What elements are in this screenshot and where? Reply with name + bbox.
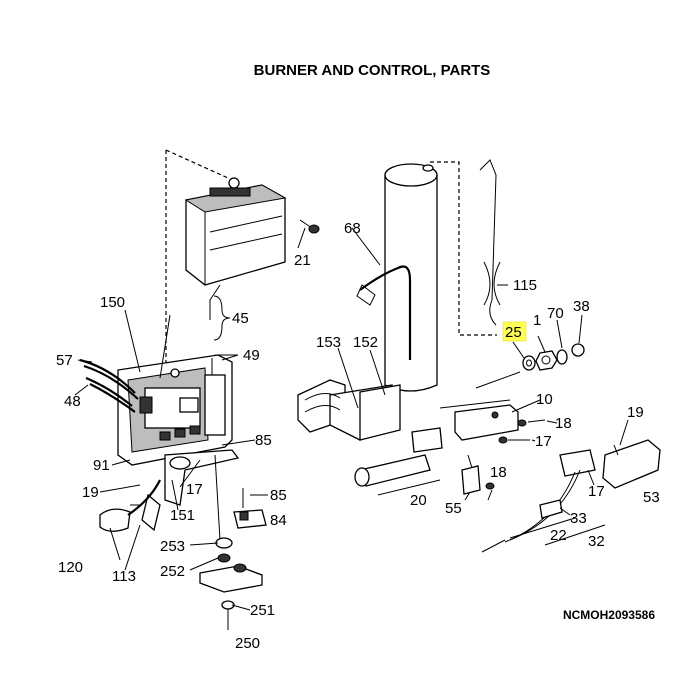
callout-152: 152 xyxy=(353,334,378,351)
callout-120: 120 xyxy=(58,559,83,576)
control-module xyxy=(165,149,287,455)
callout-22: 22 xyxy=(550,527,567,544)
parts-253-252 xyxy=(199,454,263,593)
callout-113: 113 xyxy=(112,568,136,585)
callout-19-right: 19 xyxy=(627,404,644,421)
tube-68 xyxy=(356,265,412,360)
callout-38: 38 xyxy=(573,298,590,315)
callout-68: 68 xyxy=(344,220,361,237)
callout-18-top: 18 xyxy=(555,415,572,432)
callout-84: 84 xyxy=(270,512,287,529)
bracket-55 xyxy=(461,454,481,495)
callout-17-bottom: 17 xyxy=(588,483,605,500)
callout-25: 25 xyxy=(505,324,522,341)
callout-91: 91 xyxy=(93,457,110,474)
callout-253: 253 xyxy=(160,538,185,555)
diagram-title: BURNER AND CONTROL, PARTS xyxy=(254,62,491,79)
drawing-code: NCMOH2093586 xyxy=(563,608,655,622)
callout-18-bottom: 18 xyxy=(490,464,507,481)
callout-251: 251 xyxy=(250,602,275,619)
callout-49: 49 xyxy=(243,347,260,364)
dashed-leader-115 xyxy=(430,161,497,336)
callout-highlight-25 xyxy=(502,321,527,342)
rod-115 xyxy=(479,159,501,326)
pilot-tube xyxy=(354,427,443,487)
callout-153: 153 xyxy=(316,334,341,351)
callout-252: 252 xyxy=(160,563,185,580)
igniter-bracket xyxy=(481,449,596,553)
nut-1 xyxy=(535,350,558,371)
cover-53 xyxy=(602,439,661,489)
callout-labels: 21 45 68 115 150 57 48 49 153 152 25 1 7… xyxy=(56,220,660,652)
brace-45 xyxy=(213,295,231,341)
screw-21 xyxy=(299,219,320,234)
callout-21: 21 xyxy=(294,252,311,269)
callout-10: 10 xyxy=(536,391,553,408)
washer-25 xyxy=(522,355,536,371)
bracket-151 xyxy=(164,449,240,506)
callout-45: 45 xyxy=(232,310,249,327)
switch-84 xyxy=(233,488,267,529)
callout-32: 32 xyxy=(588,533,605,550)
control-board xyxy=(117,354,233,466)
screws-17-18 xyxy=(485,419,546,501)
callout-17-top: 17 xyxy=(535,433,552,450)
callout-70: 70 xyxy=(547,305,564,322)
callout-20: 20 xyxy=(410,492,427,509)
callout-17-left: 17 xyxy=(186,481,203,498)
callout-1: 1 xyxy=(533,312,541,329)
callout-85-top: 85 xyxy=(255,432,272,449)
callout-151: 151 xyxy=(170,507,195,524)
callout-250: 250 xyxy=(235,635,260,652)
callout-150: 150 xyxy=(100,294,125,311)
callout-48: 48 xyxy=(64,393,81,410)
screw-250 xyxy=(221,600,235,630)
callout-57: 57 xyxy=(56,352,73,369)
burner-assembly xyxy=(297,371,521,441)
callout-85-bottom: 85 xyxy=(270,487,287,504)
callout-53: 53 xyxy=(643,489,660,506)
callout-33: 33 xyxy=(570,510,587,527)
callout-55: 55 xyxy=(445,500,462,517)
leader-lines xyxy=(74,227,629,611)
fitting-38 xyxy=(571,343,585,357)
plug-120 xyxy=(99,479,161,532)
ground-clip-113 xyxy=(130,493,161,532)
wire-harness-57-48 xyxy=(79,358,139,413)
fitting-70 xyxy=(556,349,568,365)
callout-115: 115 xyxy=(513,277,537,294)
callout-19-left: 19 xyxy=(82,484,99,501)
